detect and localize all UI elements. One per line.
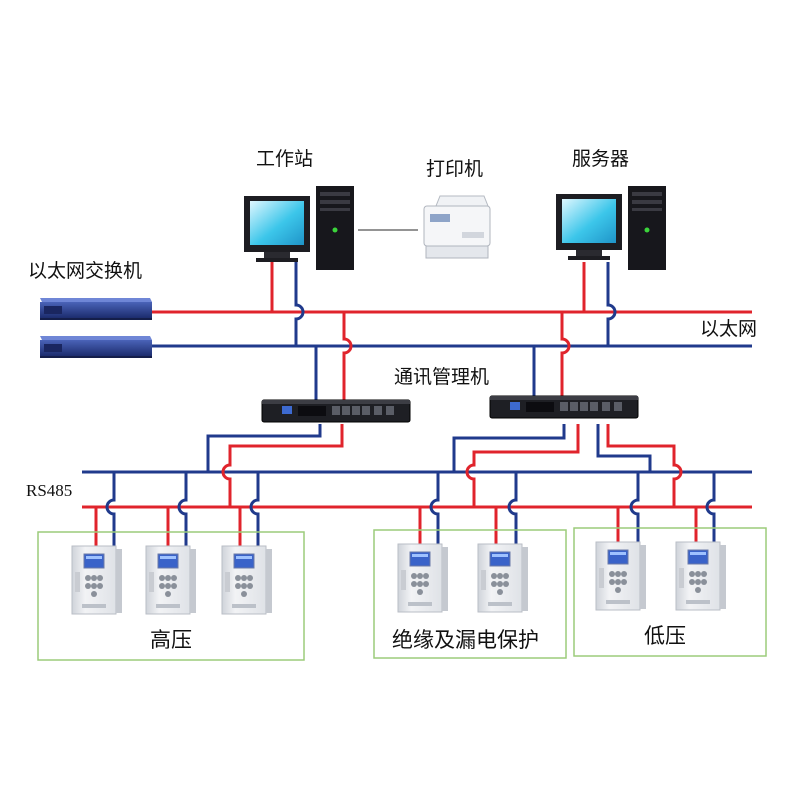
rs485-label: RS485: [26, 481, 73, 500]
group-hv-label: 高压: [150, 628, 192, 652]
comm-manager-uplinks: [314, 312, 571, 402]
device-drops: [94, 472, 716, 548]
group-lv-label: 低压: [644, 624, 686, 648]
protection-relay-icon: [71, 545, 123, 615]
workstation-pc-tower-icon: [316, 186, 354, 270]
network-switch-icon: [40, 298, 152, 320]
protection-relay-icon: [675, 541, 727, 611]
protection-relay-icon: [145, 545, 197, 615]
protection-relay-icon: [477, 543, 529, 613]
ethernet-bus: [150, 310, 752, 348]
server-pc-tower-icon: [628, 186, 666, 270]
protection-relay-icon: [595, 541, 647, 611]
server-monitor-icon: [556, 194, 622, 260]
group-insulation-label: 绝缘及漏电保护: [392, 628, 539, 652]
comm-manager-icon: [489, 395, 639, 419]
workstation-label: 工作站: [256, 148, 314, 170]
group-box-hv: [37, 531, 305, 661]
network-switch-icon: [40, 336, 152, 358]
comm-manager-label: 通讯管理机: [394, 366, 490, 388]
workstation-monitor-icon: [244, 196, 310, 262]
pc-connections: [270, 262, 617, 346]
group-box-insulation: [373, 529, 567, 659]
ethernet-label: 以太网: [700, 318, 758, 340]
switch-label: 以太网交换机: [28, 260, 143, 282]
printer-label: 打印机: [426, 158, 484, 180]
protection-relay-icon: [397, 543, 449, 613]
comm-manager-icon: [261, 399, 411, 423]
protection-relay-icon: [221, 545, 273, 615]
group-box-lv: [573, 527, 767, 657]
rs485-bus: [82, 470, 752, 509]
printer-icon: [423, 195, 491, 259]
comm-manager-downlinks: [206, 424, 683, 507]
server-label: 服务器: [572, 148, 630, 170]
